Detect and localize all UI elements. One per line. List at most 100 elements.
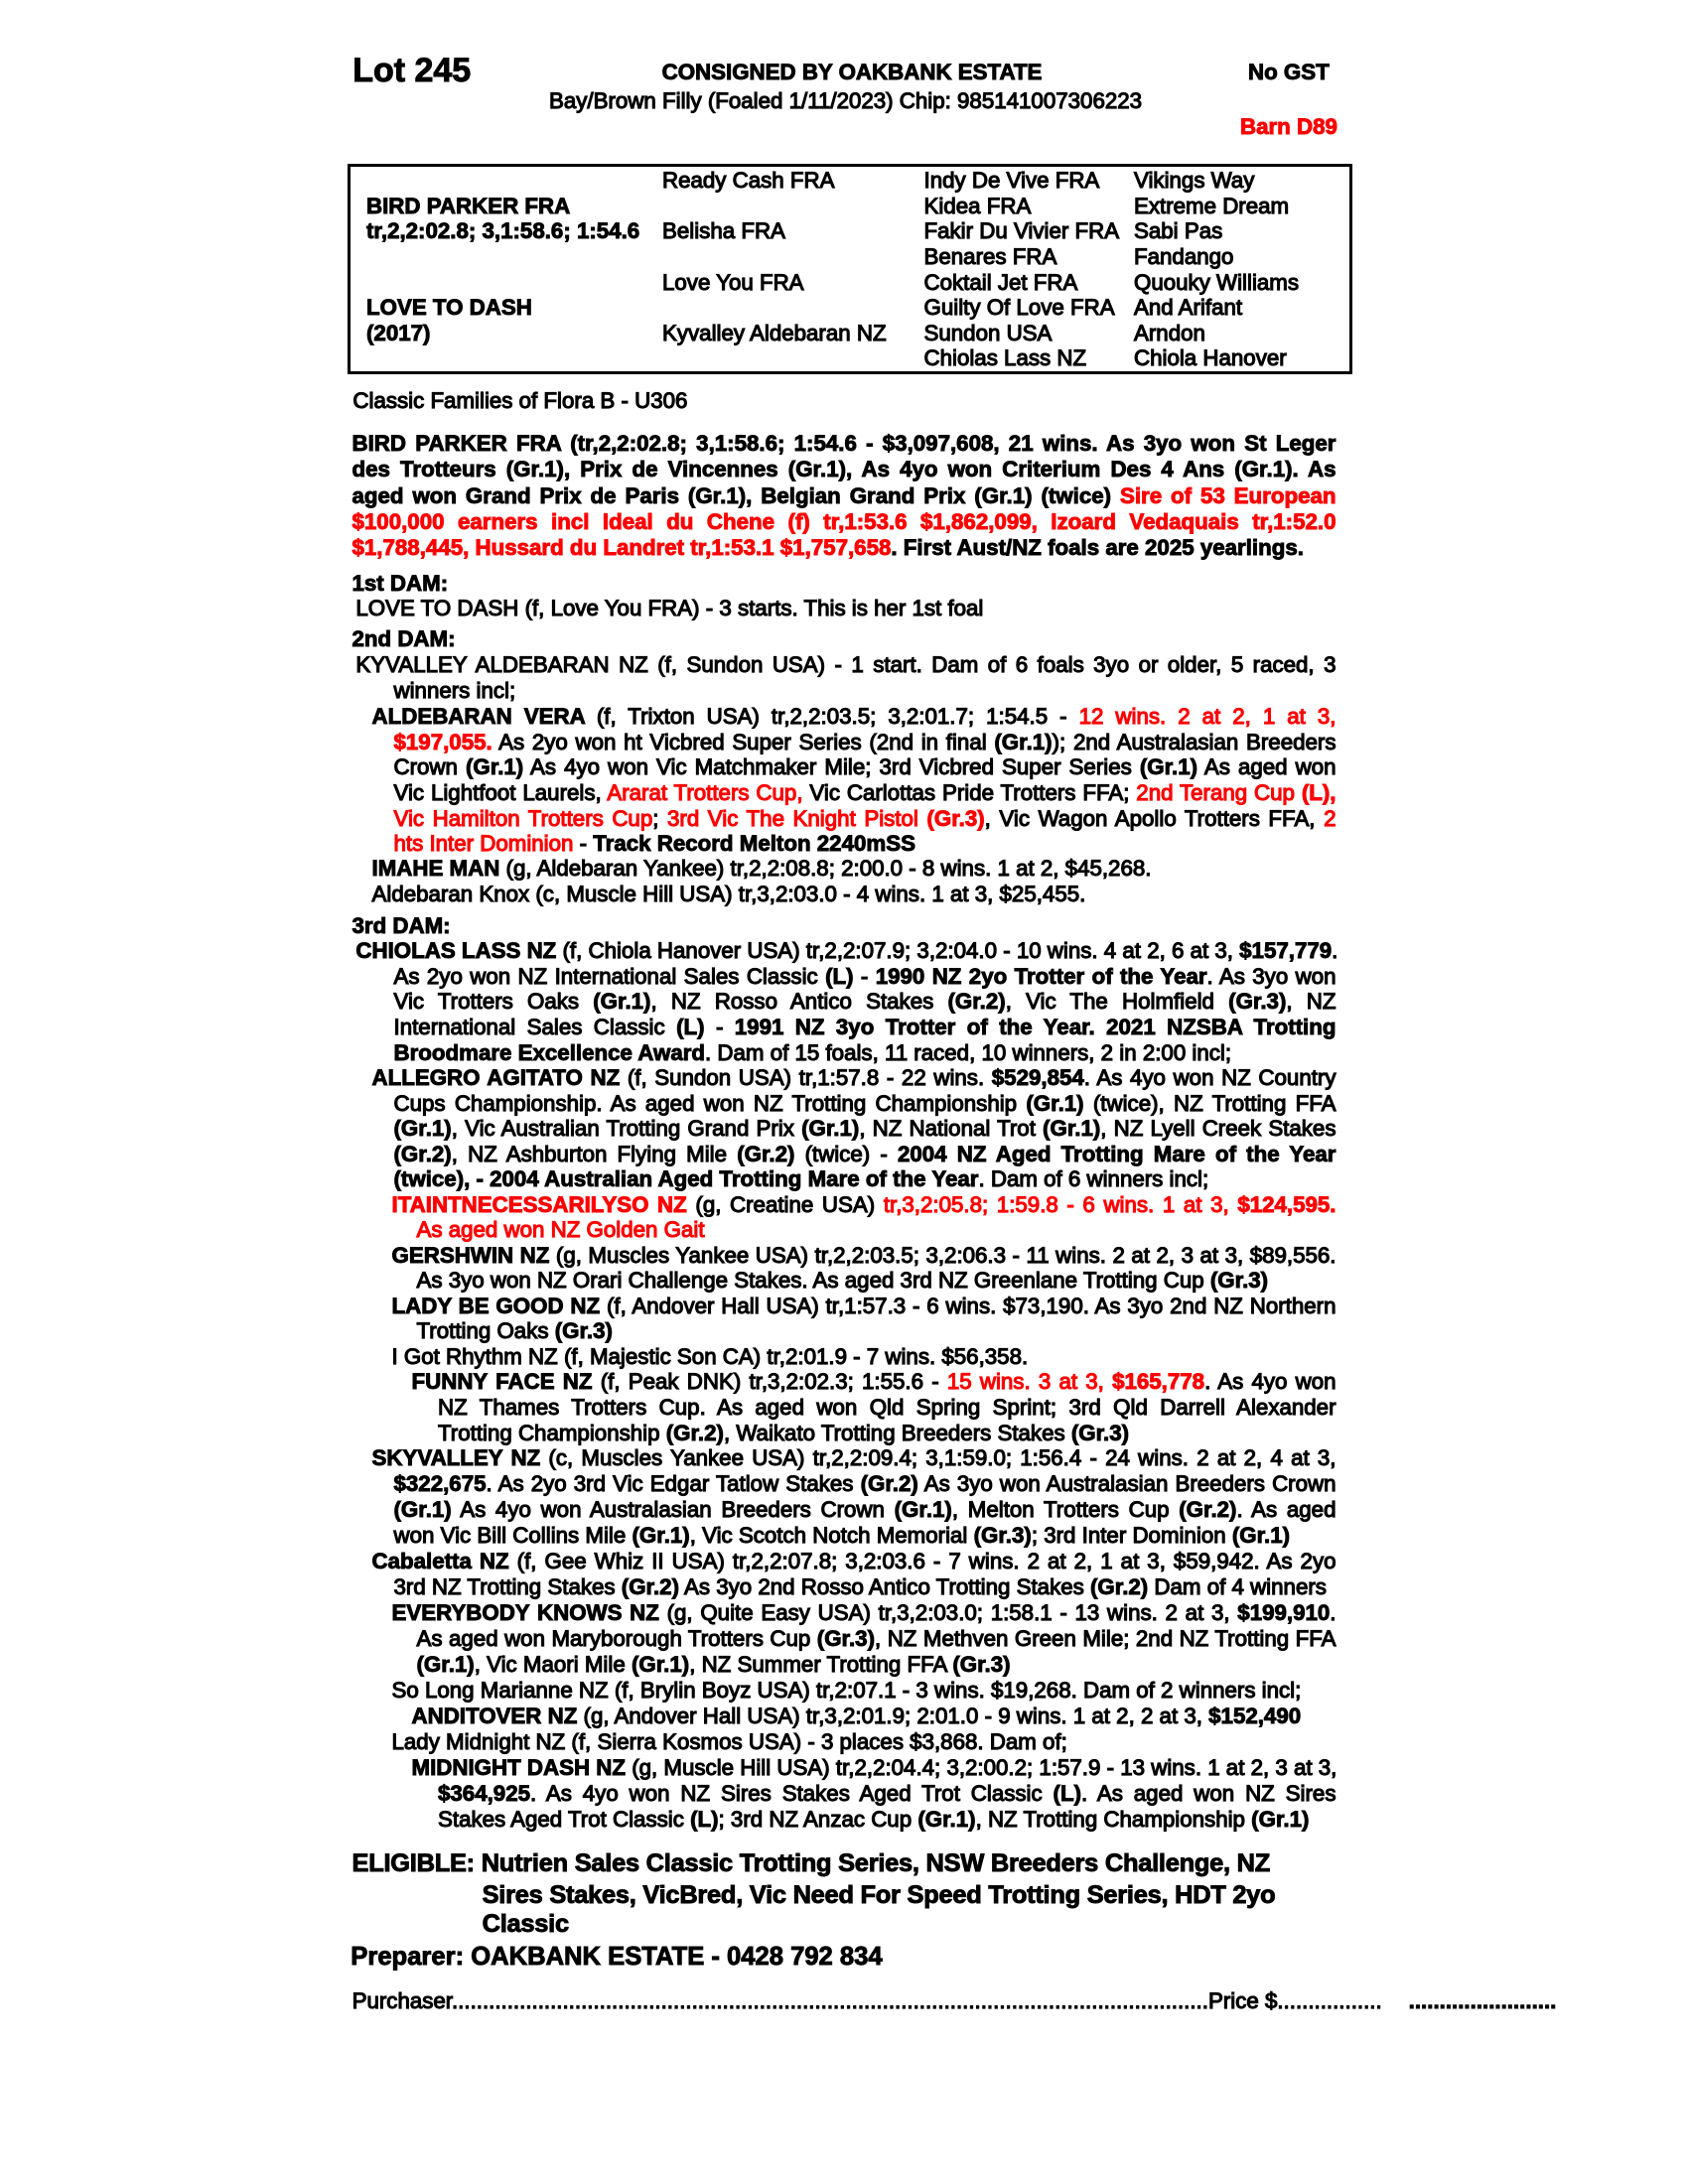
text-segment: (Gr.3) — [554, 1318, 613, 1344]
family-line: Classic Families of Flora B - U306 — [352, 388, 688, 414]
pedigree-sire-name: BIRD PARKER FRA — [366, 193, 571, 218]
text-segment: (Gr.1) — [393, 1496, 452, 1522]
pedigree-gen3-name: Coktail Jet FRA — [923, 269, 1078, 295]
entry-kyvalley-aldebaran-line: winners incl; — [393, 679, 1336, 702]
text-segment: , NZ Summer Trotting FFA — [689, 1651, 953, 1677]
text-segment: (f, Trixton USA) tr,2,2:03.5; 3,2:01.7; … — [596, 703, 1079, 729]
entry-aldebaran-vera-line: hts Inter Dominion - Track Record Melton… — [393, 831, 1336, 857]
second-dotted-line: ........................ — [1408, 1988, 1557, 2014]
text-segment: (Gr.3) — [1070, 1420, 1130, 1445]
text-segment: , NZ — [1286, 989, 1336, 1015]
pedigree-gen3-name: Chiolas Lass NZ — [923, 345, 1087, 371]
text-segment: (Gr.2) — [665, 1420, 724, 1445]
entry-imahe-man-line: IMAHE MAN (g, Aldebaran Yankee) tr,2,2:0… — [371, 855, 1336, 881]
text-segment: (f, Peak DNK) tr,3,2:02.3; 1:55.6 - — [600, 1369, 947, 1395]
text-segment: Trotting Oaks — [416, 1318, 555, 1344]
text-segment: , Vic Wagon Apollo Trotters FFA, — [984, 805, 1325, 831]
text-segment: (Gr.1) — [894, 1496, 952, 1522]
pedigree-gen2-name: Ready Cash FRA — [661, 168, 835, 194]
text-segment: $157,779 — [1239, 938, 1333, 964]
entry-midnight-dash-line: MIDNIGHT DASH NZ (g, Muscle Hill USA) tr… — [411, 1754, 1337, 1780]
entry-aldebaran-vera-line: $197,055. As 2yo won ht Vicbred Super Se… — [393, 729, 1336, 754]
text-segment: (Gr.1) — [917, 1806, 976, 1832]
entry-funny-face-line: FUNNY FACE NZ (f, Peak DNK) tr,3,2:02.3;… — [411, 1369, 1336, 1395]
text-segment: I Got Rhythm NZ (f, Majestic Son CA) tr,… — [391, 1343, 1029, 1369]
text-segment: . — [1330, 1599, 1336, 1625]
price-label: Price $ — [1207, 1988, 1278, 2014]
text-segment: (g, Muscle Hill USA) tr,2,2:04.4; 3,2:00… — [632, 1754, 1337, 1780]
text-segment: won Vic Bill Collins Mile — [393, 1522, 633, 1548]
text-segment: . As aged won NZ Sires — [1080, 1780, 1336, 1806]
entry-sire-paragraph-line: $1,788,445, Hussard du Landret tr,1:53.1… — [352, 535, 1336, 561]
red-text-segment: 12 wins. 2 at 2, 1 at 3, — [1078, 703, 1336, 729]
entry-sire-paragraph-line: des Trotteurs (Gr.1), Prix de Vincennes … — [352, 458, 1336, 480]
red-text-segment: $1,788,445, Hussard du Landret tr,1:53.1… — [352, 535, 892, 561]
text-segment: 1st DAM: — [352, 571, 449, 597]
text-segment: . Dam of 15 foals, 11 raced, 10 winners,… — [704, 1039, 1232, 1065]
text-segment: $364,925 — [438, 1780, 531, 1806]
text-segment: 1991 NZ 3yo Trotter of the Year. 2021 NZ… — [734, 1015, 1336, 1040]
text-segment: - — [573, 831, 594, 857]
text-segment: . As 4yo won — [1203, 1369, 1336, 1395]
eligible-line: Sires Stakes, VicBred, Vic Need For Spee… — [482, 1880, 1276, 1909]
red-text-segment: Ararat Trotters Cup, — [607, 779, 803, 805]
text-segment: 3rd NZ Trotting Stakes — [393, 1573, 622, 1599]
red-text-segment: hts Inter Dominion — [393, 831, 574, 857]
text-segment: Dam of 4 winners — [1148, 1573, 1328, 1599]
text-segment: (Gr.1) — [593, 989, 651, 1015]
text-segment: , Vic Maori Mile — [474, 1651, 632, 1677]
red-text-segment: As aged won NZ Golden Gait — [416, 1217, 705, 1243]
entry-cabaletta-line: Cabaletta NZ (f, Gee Whiz II USA) tr,2,2… — [371, 1550, 1336, 1572]
text-segment: - — [853, 963, 876, 989]
text-segment: As aged won — [1197, 754, 1336, 780]
text-segment: CHIOLAS LASS NZ — [355, 938, 563, 964]
pedigree-sire-record: tr,2,2:02.8; 3,1:58.6; 1:54.6 — [366, 218, 640, 244]
text-segment: (L) — [690, 1806, 719, 1832]
text-segment: As 4yo won Australasian Breeders Crown — [451, 1496, 895, 1522]
text-segment: IMAHE MAN — [371, 855, 506, 881]
text-segment: 2004 NZ Aged Trotting Mare of the Year — [897, 1141, 1336, 1166]
text-segment: GERSHWIN NZ — [391, 1242, 556, 1268]
text-segment: EVERYBODY KNOWS NZ — [391, 1599, 667, 1625]
price-dotted-line: ................. — [1277, 1988, 1382, 2014]
text-segment: . As 4yo won NZ Country — [1083, 1065, 1336, 1091]
entry-gershwin-line: As 3yo won NZ Orari Challenge Stakes. As… — [416, 1269, 1336, 1292]
horse-description: Bay/Brown Filly (Foaled 1/11/2023) Chip:… — [548, 88, 1143, 114]
purchaser-line: Purchaser...............................… — [352, 1988, 1557, 2014]
text-segment: (Gr.3) — [816, 1625, 876, 1651]
entry-sire-paragraph-line: BIRD PARKER FRA (tr,2,2:02.8; 3,1:58.6; … — [352, 430, 1336, 456]
text-segment: , NZ Methven Green Mile; 2nd NZ Trotting… — [874, 1625, 1336, 1651]
text-segment: 2nd DAM: — [352, 625, 456, 651]
entry-aldebaran-vera-line: Vic Hamilton Trotters Cup; 3rd Vic The K… — [393, 805, 1336, 831]
text-segment: (twice), - 2004 Australian Aged Trotting… — [393, 1166, 979, 1192]
text-segment: (Gr.1) — [1043, 1116, 1101, 1142]
red-text-segment: $197,055. — [393, 729, 492, 754]
entry-chiolas-lass-line: As 2yo won NZ International Sales Classi… — [393, 963, 1336, 989]
eligible-label: ELIGIBLE: — [352, 1848, 482, 1877]
text-segment: FUNNY FACE NZ — [411, 1369, 601, 1395]
text-segment: Cups Championship. As aged won NZ Trotti… — [393, 1090, 1027, 1116]
text-segment: As 4yo won Vic Matchmaker Mile; 3rd Vicb… — [523, 754, 1140, 780]
text-segment: (Gr.2) — [1089, 1573, 1149, 1599]
red-text-segment: Sire of 53 European — [1119, 482, 1336, 508]
pedigree-gen2-name: Belisha FRA — [661, 218, 785, 244]
barn-number: Barn D89 — [1240, 114, 1338, 140]
text-segment: Track Record Melton 2240mSS — [593, 831, 916, 857]
text-segment: Broodmare Excellence Award — [393, 1039, 706, 1065]
no-gst-label: No GST — [1248, 60, 1331, 85]
entry-midnight-dash-line: $364,925. As 4yo won NZ Sires Stakes Age… — [438, 1780, 1337, 1806]
entry-anditover-line: ANDITOVER NZ (g, Andover Hall USA) tr,3,… — [411, 1705, 1336, 1727]
pedigree-dam-name: LOVE TO DASH — [366, 295, 533, 321]
text-segment: NZ Thames Trotters Cup. As aged won Qld … — [437, 1394, 1336, 1420]
text-segment: , Waikato Trotting Breeders Stakes — [723, 1420, 1071, 1445]
text-segment: (Gr.1) — [393, 1116, 452, 1142]
entry-aldebaran-vera-line: ALDEBARAN VERA (f, Trixton USA) tr,2,2:0… — [371, 703, 1336, 729]
text-segment: (Gr.1) — [801, 1116, 860, 1142]
purchaser-dotted-line: ........................................… — [451, 1988, 1208, 2014]
text-segment: , NZ Ashburton Flying Mile — [451, 1141, 738, 1166]
entry-midnight-dash-line: Stakes Aged Trot Classic (L); 3rd NZ Anz… — [437, 1806, 1336, 1832]
pedigree-gen4-name: Quouky Williams — [1133, 269, 1300, 295]
text-segment: BIRD PARKER FRA (tr,2,2:02.8; 3,1:58.6; … — [352, 430, 1336, 456]
text-segment: Vic Trotters Oaks — [393, 989, 594, 1015]
text-segment: - — [704, 1015, 735, 1040]
